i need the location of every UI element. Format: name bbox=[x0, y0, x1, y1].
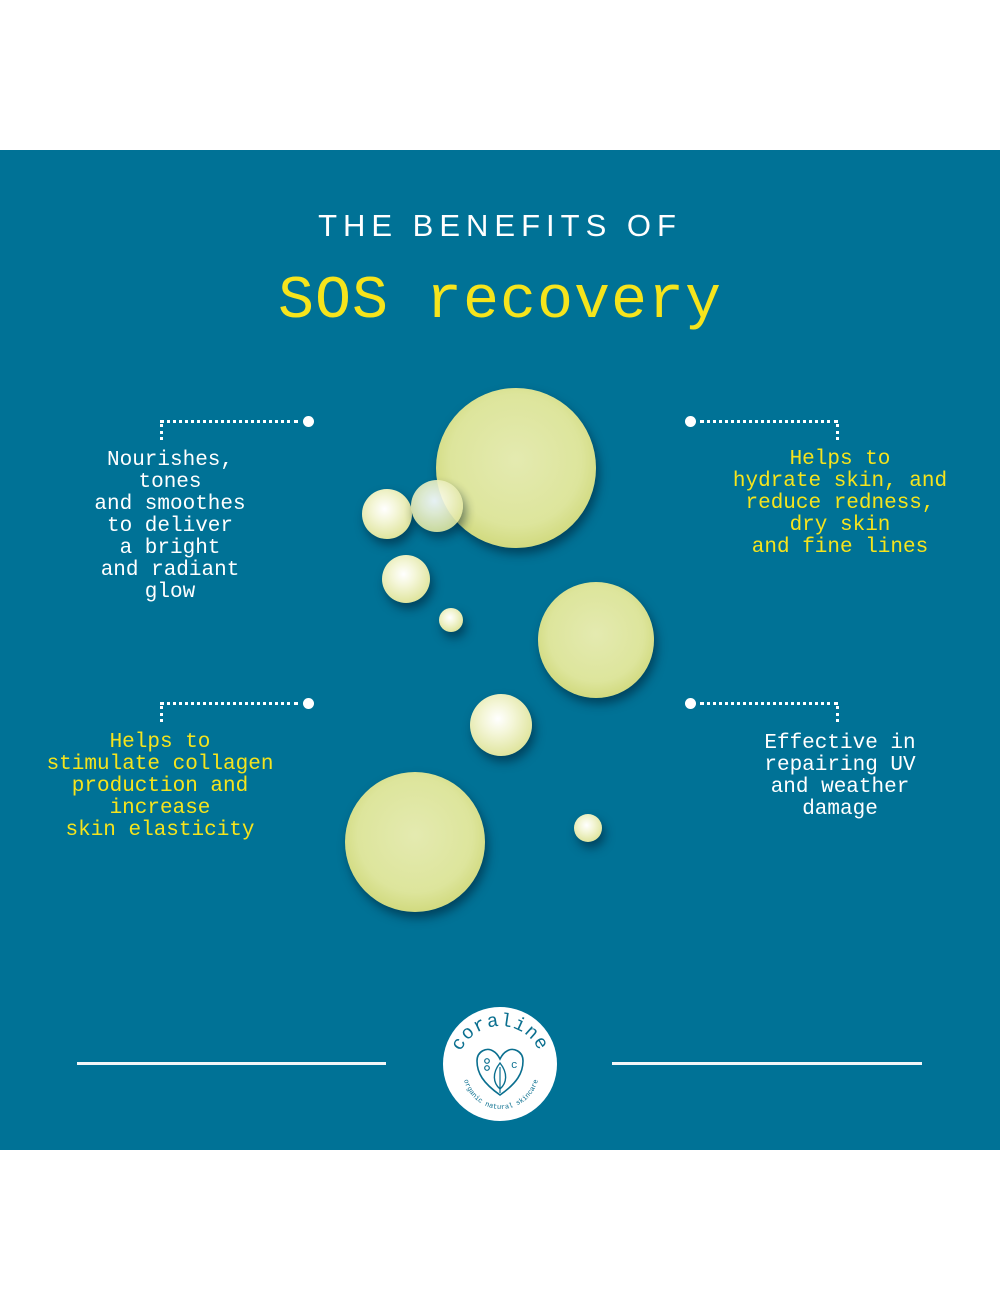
benefits-panel: THE BENEFITS OF SOS recovery Nourishes, … bbox=[0, 150, 1000, 1150]
heart-leaf-icon: coraline organic natural skincare c bbox=[447, 1010, 554, 1112]
divider-left bbox=[77, 1062, 386, 1065]
benefit-collagen: Helps to stimulate collagen production a… bbox=[46, 731, 274, 842]
oil-drop-large-top bbox=[436, 388, 596, 548]
connector-bottom-left bbox=[160, 698, 314, 724]
connector-top-left bbox=[160, 416, 314, 442]
oil-drop-small bbox=[382, 555, 430, 603]
svg-text:organic natural skincare: organic natural skincare bbox=[461, 1079, 541, 1112]
oil-drop-large-bottom bbox=[345, 772, 485, 912]
connector-bottom-right bbox=[685, 698, 839, 724]
dot-marker-icon bbox=[685, 416, 696, 427]
oil-drop-small bbox=[470, 694, 532, 756]
benefit-uv-repair: Effective in repairing UV and weather da… bbox=[764, 732, 916, 821]
oil-drop-small bbox=[362, 489, 412, 539]
brand-logo: coraline organic natural skincare c bbox=[443, 1007, 557, 1121]
oil-drop-medium bbox=[538, 582, 654, 698]
benefit-hydrate: Helps to hydrate skin, and reduce rednes… bbox=[732, 448, 948, 559]
svg-text:coraline: coraline bbox=[447, 1010, 554, 1055]
section-kicker: THE BENEFITS OF bbox=[318, 208, 682, 243]
dot-marker-icon bbox=[303, 416, 314, 427]
divider-right bbox=[612, 1062, 922, 1065]
oil-drop-tiny bbox=[574, 814, 602, 842]
benefit-nourishes: Nourishes, tones and smoothes to deliver… bbox=[94, 449, 246, 604]
svg-text:c: c bbox=[511, 1060, 518, 1072]
connector-top-right bbox=[685, 416, 839, 442]
product-title: SOS recovery bbox=[277, 268, 723, 336]
oil-drop-small bbox=[411, 480, 463, 532]
oil-drop-tiny bbox=[439, 608, 463, 632]
dot-marker-icon bbox=[685, 698, 696, 709]
dot-marker-icon bbox=[303, 698, 314, 709]
